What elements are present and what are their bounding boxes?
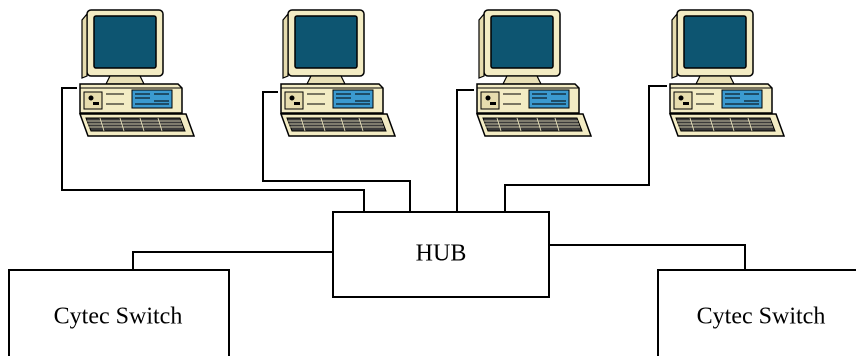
- desktop-computer-icon: [476, 9, 592, 137]
- cable-pc4-hub: [504, 85, 667, 212]
- hub-label: HUB: [416, 241, 467, 267]
- cable-hub-switch-right: [549, 244, 746, 270]
- switch-right-box: [657, 269, 856, 356]
- switch-right: Cytec Switch: [657, 269, 856, 356]
- desktop-computer-icon: [669, 9, 785, 137]
- computer-2: [280, 9, 396, 137]
- switch-right-label: Cytec Switch: [697, 304, 826, 330]
- cable-hub-switch-left: [132, 251, 333, 270]
- computer-1: [79, 9, 195, 137]
- desktop-computer-icon: [79, 9, 195, 137]
- computer-3: [476, 9, 592, 137]
- cable-pc1-hub: [61, 87, 365, 212]
- desktop-computer-icon: [280, 9, 396, 137]
- switch-left: Cytec Switch: [8, 269, 230, 356]
- hub-node: HUB: [332, 211, 550, 298]
- hub-box: [332, 211, 550, 298]
- switch-left-box: [8, 269, 230, 356]
- computer-4: [669, 9, 785, 137]
- cable-pc2-hub: [262, 91, 411, 212]
- switch-left-label: Cytec Switch: [54, 304, 183, 330]
- cable-pc3-hub: [456, 89, 474, 212]
